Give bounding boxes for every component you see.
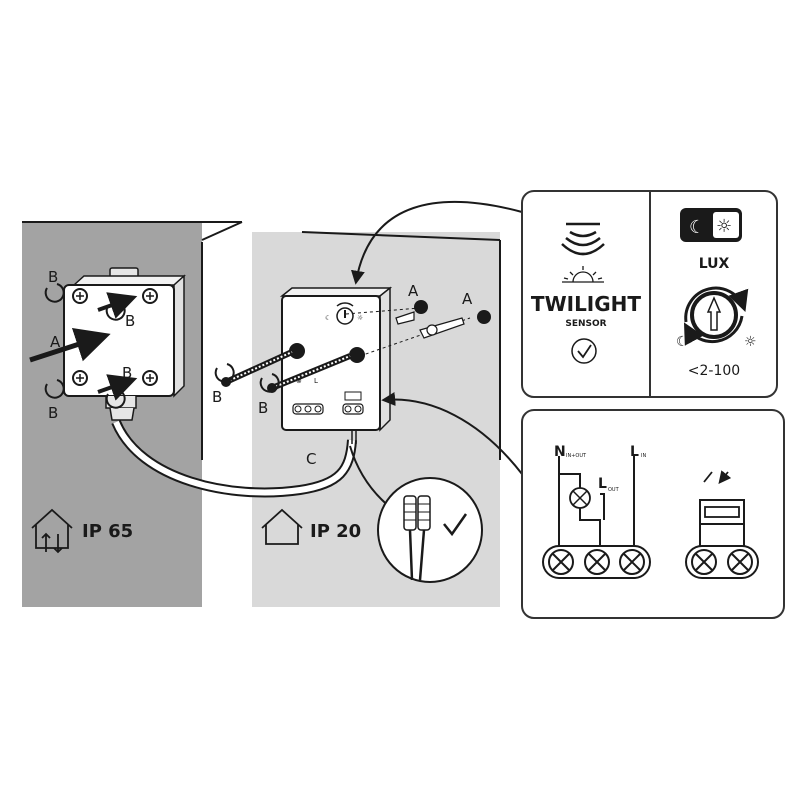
svg-text:L: L (314, 377, 318, 385)
twilight-title: TWILIGHT (531, 292, 641, 316)
twilight-card (521, 190, 778, 398)
label-b-left-top: B (48, 268, 58, 286)
label-a-middle-1: A (408, 282, 419, 300)
wiring-lin-sub: IN (641, 453, 646, 459)
label-a-middle-2: A (462, 290, 473, 308)
wiring-n-sub: IN+OUT (566, 453, 587, 459)
house-arrows-icon (31, 508, 73, 554)
check-icon (443, 513, 468, 537)
terminal-icon (542, 545, 651, 579)
dial-icon (683, 286, 749, 346)
terminal-icon: ⊗ L (292, 377, 364, 415)
arrow-icon (97, 374, 138, 401)
lux-range: <2-100 (688, 363, 740, 379)
arrow-icon (29, 327, 111, 363)
sun-icon: ☼ (744, 334, 757, 350)
twilight-subtitle: SENSOR (565, 319, 606, 329)
terminal-icon (685, 545, 759, 579)
label-b-left-bottom: B (48, 404, 58, 422)
label-b-box-top: B (125, 312, 135, 330)
lux-title: LUX (699, 256, 730, 272)
svg-text:☼: ☼ (357, 314, 363, 322)
label-b-box-bottom: B (122, 364, 132, 382)
moon-icon: ☾ (676, 334, 689, 350)
ip20-sensor-box: ☾ ☼ ⊗ L (279, 286, 393, 444)
label-a-left: A (50, 333, 61, 351)
photocell-icon (699, 472, 745, 546)
screw-icon (72, 288, 158, 386)
wiring-lin-label: L (630, 444, 639, 460)
rotate-icon (214, 363, 280, 393)
label-b-middle-2: B (258, 399, 268, 417)
lamp-icon (569, 487, 591, 509)
connector-detail (377, 477, 483, 583)
label-b-middle-1: B (212, 388, 222, 406)
sun-icon: ☼ (716, 216, 732, 237)
sunrise-icon (562, 266, 604, 283)
svg-text:☾: ☾ (325, 314, 331, 322)
check-icon (571, 338, 597, 364)
wiring-lout-label: L (598, 476, 607, 492)
svg-text:⊗: ⊗ (296, 377, 302, 385)
moon-icon: ☾ (689, 217, 705, 238)
connector-icon (403, 495, 431, 581)
arrow-icon (97, 292, 138, 319)
ip65-label: IP 65 (82, 521, 133, 542)
rotate-icon (44, 283, 126, 409)
ip20-label: IP 20 (310, 521, 361, 542)
dial-icon: ☾ ☼ (325, 302, 363, 325)
wiring-lout-sub: OUT (608, 487, 620, 493)
house-icon (261, 508, 303, 545)
wiring-n-label: N (554, 444, 566, 460)
wiring-lines (558, 456, 635, 548)
day-night-icon: ☾ ☼ (680, 208, 742, 242)
label-c: C (306, 450, 316, 468)
sensor-waves-icon (561, 222, 605, 256)
wall-plug-icon (395, 311, 465, 339)
